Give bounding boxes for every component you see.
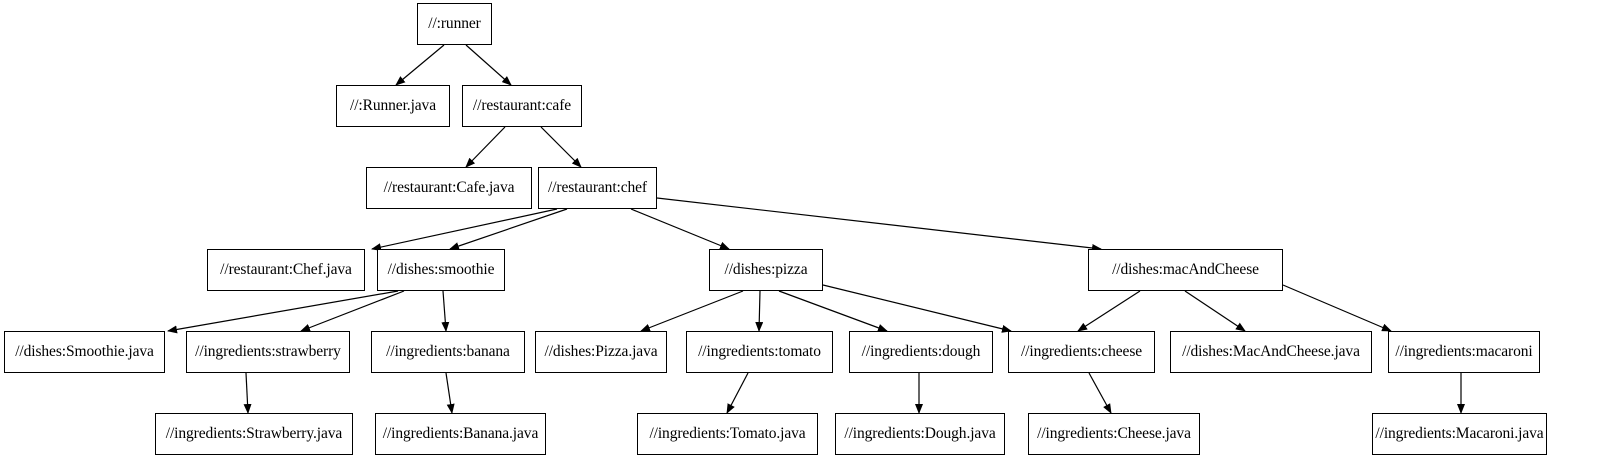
graph-node-ing-banana-java[interactable]: //ingredients:Banana.java bbox=[375, 413, 546, 455]
graph-node-label: //ingredients:banana bbox=[386, 343, 510, 361]
graph-node-restaurant-cafe[interactable]: //restaurant:cafe bbox=[462, 85, 582, 127]
graph-node-dishes-macandcheese-java[interactable]: //dishes:MacAndCheese.java bbox=[1170, 331, 1372, 373]
graph-node-label: //:Runner.java bbox=[350, 97, 436, 115]
graph-node-ing-macaroni[interactable]: //ingredients:macaroni bbox=[1388, 331, 1540, 373]
graph-node-label: //ingredients:Strawberry.java bbox=[165, 425, 343, 443]
graph-node-label: //restaurant:chef bbox=[548, 179, 647, 197]
graph-node-label: //ingredients:dough bbox=[861, 343, 981, 361]
graph-node-label: //restaurant:Cafe.java bbox=[383, 179, 515, 197]
graph-node-label: //restaurant:Chef.java bbox=[220, 261, 352, 279]
graph-node-restaurant-cafe-java[interactable]: //restaurant:Cafe.java bbox=[366, 167, 532, 209]
graph-node-label: //ingredients:Dough.java bbox=[844, 425, 996, 443]
graph-node-label: //dishes:macAndCheese bbox=[1112, 261, 1259, 279]
graph-node-ing-tomato-java[interactable]: //ingredients:Tomato.java bbox=[637, 413, 818, 455]
graph-node-dishes-smoothie-java[interactable]: //dishes:Smoothie.java bbox=[4, 331, 165, 373]
graph-node-restaurant-chef[interactable]: //restaurant:chef bbox=[538, 167, 657, 209]
graph-node-label: //dishes:smoothie bbox=[387, 261, 495, 279]
graph-node-label: //ingredients:cheese bbox=[1020, 343, 1143, 361]
graph-node-ing-tomato[interactable]: //ingredients:tomato bbox=[686, 331, 833, 373]
graph-node-runner[interactable]: //:runner bbox=[417, 3, 492, 45]
graph-node-label: //dishes:pizza bbox=[724, 261, 808, 279]
graph-node-label: //ingredients:tomato bbox=[698, 343, 821, 361]
graph-node-label: //ingredients:Macaroni.java bbox=[1375, 425, 1544, 443]
graph-node-label: //ingredients:macaroni bbox=[1395, 343, 1533, 361]
graph-node-label: //ingredients:Tomato.java bbox=[649, 425, 806, 443]
graph-node-ing-cheese-java[interactable]: //ingredients:Cheese.java bbox=[1028, 413, 1200, 455]
graph-node-label: //:runner bbox=[428, 15, 481, 33]
graph-node-ing-strawberry[interactable]: //ingredients:strawberry bbox=[186, 331, 350, 373]
graph-node-label: //ingredients:Cheese.java bbox=[1037, 425, 1191, 443]
graph-node-runner-java[interactable]: //:Runner.java bbox=[336, 85, 450, 127]
graph-node-ing-dough-java[interactable]: //ingredients:Dough.java bbox=[835, 413, 1005, 455]
graph-node-dishes-macandcheese[interactable]: //dishes:macAndCheese bbox=[1088, 249, 1283, 291]
graph-node-label: //dishes:Smoothie.java bbox=[15, 343, 154, 361]
graph-node-ing-banana[interactable]: //ingredients:banana bbox=[371, 331, 525, 373]
graph-node-label: //ingredients:strawberry bbox=[195, 343, 341, 361]
graph-node-ing-strawberry-java[interactable]: //ingredients:Strawberry.java bbox=[155, 413, 353, 455]
graph-node-ing-cheese[interactable]: //ingredients:cheese bbox=[1008, 331, 1155, 373]
graph-node-label: //dishes:Pizza.java bbox=[544, 343, 658, 361]
graph-node-ing-dough[interactable]: //ingredients:dough bbox=[849, 331, 993, 373]
graph-node-ing-macaroni-java[interactable]: //ingredients:Macaroni.java bbox=[1372, 413, 1547, 455]
graph-node-dishes-pizza[interactable]: //dishes:pizza bbox=[709, 249, 823, 291]
graph-node-dishes-pizza-java[interactable]: //dishes:Pizza.java bbox=[535, 331, 667, 373]
graph-node-label: //restaurant:cafe bbox=[472, 97, 572, 115]
graph-node-label: //ingredients:Banana.java bbox=[382, 425, 539, 443]
graph-node-label: //dishes:MacAndCheese.java bbox=[1182, 343, 1360, 361]
graph-node-dishes-smoothie[interactable]: //dishes:smoothie bbox=[377, 249, 505, 291]
graph-node-restaurant-chef-java[interactable]: //restaurant:Chef.java bbox=[207, 249, 365, 291]
